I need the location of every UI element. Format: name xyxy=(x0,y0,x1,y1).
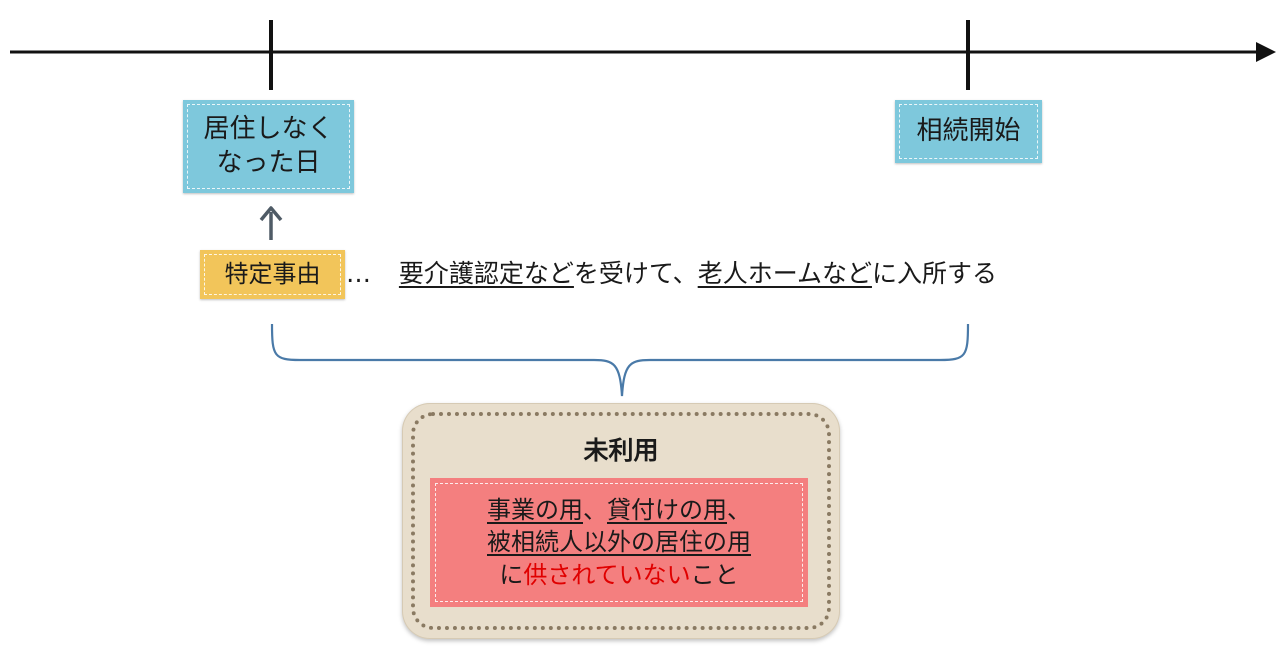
period-brace xyxy=(270,323,970,397)
line3-prefix: に xyxy=(499,560,524,589)
not-provided-emphasis: 供されていない xyxy=(523,560,691,589)
condition-line-1: 事業の用、貸付けの用、 xyxy=(487,494,751,526)
other-residence-use: 被相続人以外の居住の用 xyxy=(487,528,751,557)
comma-1: 、 xyxy=(583,495,607,524)
up-arrow xyxy=(259,206,283,240)
badge-specific-reason: 特定事由 xyxy=(200,250,345,299)
moved-out-line-1: 居住しなく xyxy=(203,113,334,144)
condition-line-2: 被相続人以外の居住の用 xyxy=(487,526,751,558)
line3-suffix: こと xyxy=(690,560,739,589)
reason-received: を受けて、 xyxy=(573,259,698,288)
lending-use: 貸付けの用 xyxy=(607,495,727,524)
business-use: 事業の用 xyxy=(487,495,583,524)
moved-out-line-2: なった日 xyxy=(216,147,321,178)
reason-ellipsis: … xyxy=(346,259,371,288)
reason-description: … 要介護認定などを受けて、老人ホームなどに入所する xyxy=(346,254,997,290)
condition-line-3: に供されていないこと xyxy=(499,559,738,591)
unused-title: 未利用 xyxy=(583,436,659,465)
reason-nursing-home: 老人ホームなど xyxy=(697,259,872,288)
specific-reason-text: 特定事由 xyxy=(224,259,321,288)
comma-2: 、 xyxy=(727,495,751,524)
label-moved-out-date: 居住しなく なった日 xyxy=(183,100,354,193)
timeline-arrowhead xyxy=(1256,42,1276,62)
unused-condition-detail: 事業の用、貸付けの用、 被相続人以外の居住の用 に供されていないこと xyxy=(430,478,808,607)
reason-admitted: に入所する xyxy=(871,259,997,288)
inheritance-start-text: 相続開始 xyxy=(916,115,1021,146)
label-inheritance-start: 相続開始 xyxy=(895,100,1042,163)
reason-care-certification: 要介護認定など xyxy=(398,259,574,288)
